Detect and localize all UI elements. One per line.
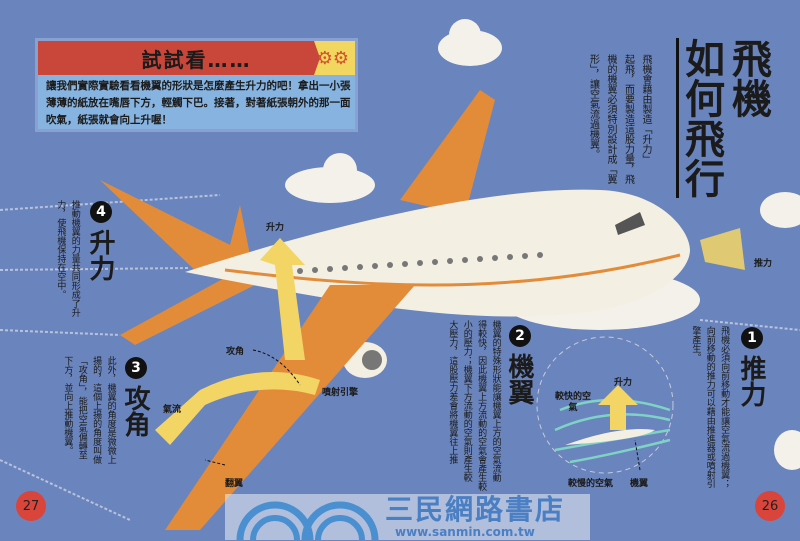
airfoil <box>565 429 655 445</box>
section-text-line: 擎產生。 <box>690 326 701 362</box>
try-it-header: 試試看…… <box>38 41 355 75</box>
section-text-thrust: 飛機必須向前移動才能讓空氣流過機翼； 向前移動的推力可以藉由推進器或噴射引擎產生。 <box>688 326 731 488</box>
label-slower-air: 較慢的空氣 <box>568 479 614 489</box>
flap-arrow <box>204 459 226 466</box>
section-title-lift: 升力 <box>85 229 115 281</box>
page-title-line1: 飛機 <box>725 38 771 118</box>
engine-intake <box>362 350 382 370</box>
section-text-angle: 此外，機翼的角度是微微上揚的，這個上揚的角度叫做「攻角」，能把空氣偏轉至下方，並… <box>60 356 118 464</box>
intro-text: 飛機會藉由製造「升力」起飛，而要製造這股力量，飛機的機翼必須特別設計成「翼形」，… <box>584 54 654 184</box>
lift-arrow <box>260 238 305 360</box>
watermark-logo <box>236 501 379 540</box>
section-text-line: 飛機必須向前移動才能讓空氣流過機翼； <box>719 326 730 488</box>
section-text-line: 大壓力，這股壓力差會將機翼往上推 <box>447 320 458 464</box>
try-it-text: 讓我們實際實驗看看機翼的形狀是怎麼產生升力的吧！拿出一小張薄薄的紙放在嘴唇下方，… <box>46 80 351 126</box>
tail-fin <box>100 180 250 275</box>
section-text-line: 得較快，因此機翼上方流動的空氣會產生較 <box>476 320 487 491</box>
section-text-wing: 機翼的特殊形狀能讓機翼上方的空氣流動得較快，因此機翼上方流動的空氣會產生較小的壓… <box>445 320 503 491</box>
section-text-line: 小的壓力；機翼下方流動的空氣則產生較 <box>461 320 472 482</box>
section-title-thrust: 推力 <box>736 355 766 407</box>
page-title-line2: 如何飛行 <box>676 38 724 198</box>
label-airflow: 氣流 <box>163 405 182 415</box>
label-wing: 機翼 <box>630 479 649 489</box>
section-text-lift: 推動機翼的力量共同形成了升力，使飛機保持在空中。 <box>53 200 82 317</box>
intro-line: 形」，讓空氣流過機翼。 <box>587 54 599 159</box>
section-number-3: 3 <box>125 357 147 379</box>
watermark-url: www.sanmin.com.tw <box>395 525 535 539</box>
thrust-glow <box>700 228 745 270</box>
airflow-arrow <box>155 372 320 445</box>
watermark: 三民網路書店 www.sanmin.com.tw <box>225 494 590 540</box>
label-angle-of-attack: 攻角 <box>226 347 245 357</box>
section-text-line: 推動機翼的力量共同形成了升 <box>69 200 80 317</box>
fuselage <box>185 189 690 317</box>
diagram-lift-arrow <box>598 385 638 430</box>
watermark-name: 三民網路書店 <box>385 493 566 526</box>
gears-icon: ⚙⚙ <box>314 41 355 75</box>
label-lift: 升力 <box>266 223 285 233</box>
section-text-line: 機翼的特殊形狀能讓機翼上方的空氣流動 <box>490 320 501 482</box>
label-thrust: 推力 <box>754 259 773 269</box>
windows <box>297 252 543 274</box>
section-text-line: 揚的，這個上揚的角度叫做 <box>91 356 102 464</box>
section-text-line: 力，使飛機保持在空中。 <box>55 200 66 299</box>
try-it-box: 試試看…… ⚙⚙ 讓我們實際實驗看看機翼的形狀是怎麼產生升力的吧！拿出一小張薄薄… <box>35 38 358 132</box>
section-text-line: 下方，並向上推動機翼。 <box>62 356 73 455</box>
section-text-line: 向前移動的推力可以藉由推進器或噴射引 <box>704 326 715 488</box>
try-it-title: 試試看…… <box>141 47 252 72</box>
upper-wing <box>400 90 495 215</box>
label-faster-air: 較快的空氣 <box>555 392 592 413</box>
angle-arrow <box>252 349 301 386</box>
page-number-left: 27 <box>16 491 46 521</box>
label-diagram-lift: 升力 <box>614 378 633 388</box>
section-number-2: 2 <box>509 325 531 347</box>
lower-wing <box>165 285 415 530</box>
cockpit-window <box>615 212 645 235</box>
page-number-right: 26 <box>755 491 785 521</box>
intro-line: 起飛，而要製造這股力量，飛 <box>622 54 634 184</box>
section-title-angle: 攻角 <box>120 385 150 437</box>
section-number-4: 4 <box>90 201 112 223</box>
wing-pointer-arrow <box>634 439 641 471</box>
intro-line: 機的機翼必須特別設計成「翼 <box>605 54 616 184</box>
airfoil-diagram-circle <box>536 336 674 474</box>
section-text-line: 此外，機翼的角度是微微上 <box>105 356 116 464</box>
intro-line: 飛機會藉由製造「升力」 <box>640 54 651 164</box>
section-text-line: 「攻角」，能把空氣偏轉至 <box>76 356 87 460</box>
tail-stabilizer <box>120 275 255 345</box>
label-jet-engine: 噴射引擎 <box>322 388 359 398</box>
contrails <box>0 194 800 521</box>
section-title-wing: 機翼 <box>504 353 534 405</box>
section-number-1: 1 <box>741 327 763 349</box>
label-flap: 翻翼 <box>225 479 244 489</box>
